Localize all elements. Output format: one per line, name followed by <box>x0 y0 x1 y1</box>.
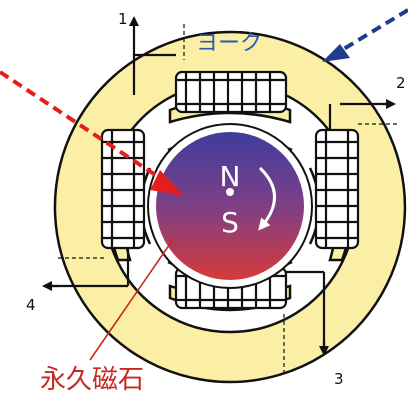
dashed-guides <box>58 24 400 374</box>
terminal-4-label: 4 <box>26 296 36 314</box>
blue-pointer-head <box>322 44 350 62</box>
wiring <box>42 16 396 356</box>
top-coil <box>174 70 288 114</box>
n-pole-label: N <box>220 160 241 193</box>
magnet-label: 永久磁石 <box>40 365 144 395</box>
left-coil <box>100 128 146 250</box>
s-pole-label: S <box>221 206 239 239</box>
rotation-arrow <box>258 166 276 231</box>
right-coil <box>314 128 360 250</box>
magnet-pointer-line <box>89 237 175 361</box>
red-pointer-line <box>0 70 168 184</box>
permanent-magnet-rotor <box>156 132 304 280</box>
blue-pointer-line <box>340 8 408 52</box>
yoke-label: ヨーク <box>196 31 262 56</box>
red-pointer-head <box>150 170 184 196</box>
rotor-center-dot <box>226 188 234 196</box>
terminal-2-label: 2 <box>396 74 406 92</box>
terminal-3-label: 3 <box>334 370 344 388</box>
terminal-1-label: 1 <box>118 10 128 28</box>
